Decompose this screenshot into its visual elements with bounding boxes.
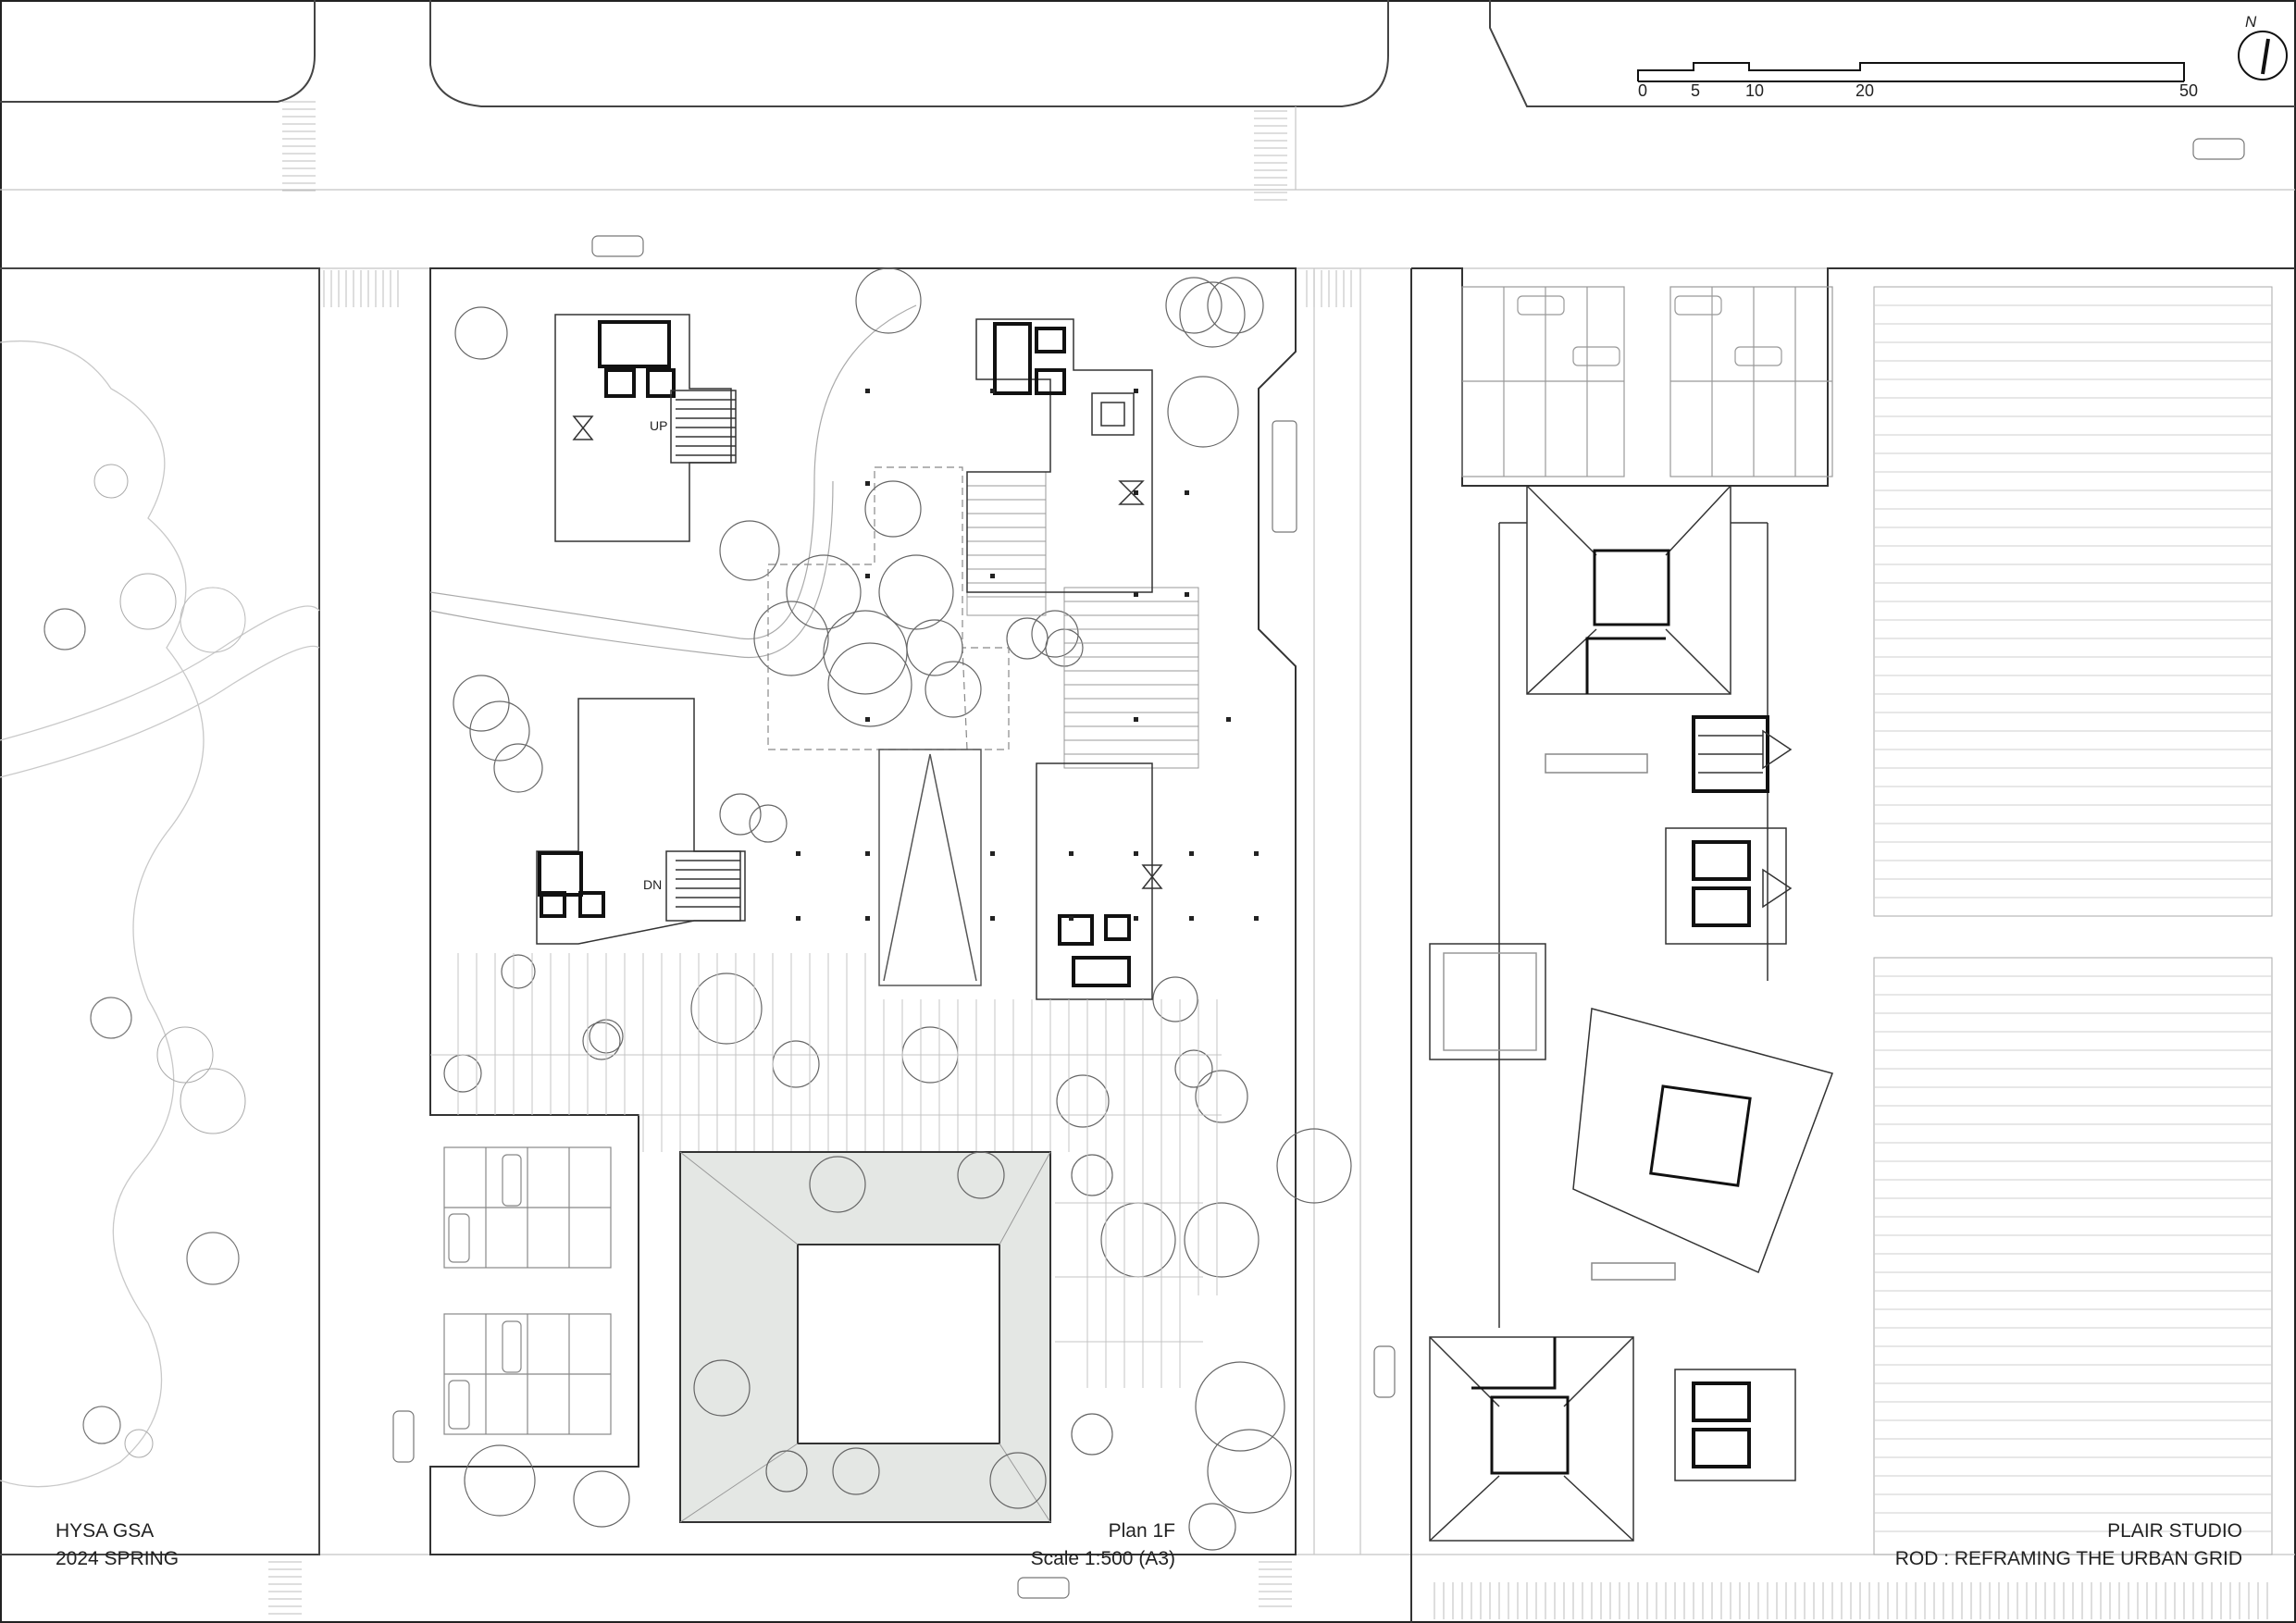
column-grid bbox=[796, 389, 1259, 921]
scale-bar bbox=[1637, 62, 2185, 82]
scale-tick-0: 0 bbox=[1638, 81, 1648, 100]
drawing-scale: Scale 1:500 (A3) bbox=[1030, 1548, 1175, 1569]
building-nw bbox=[554, 314, 737, 542]
garden-path bbox=[429, 304, 917, 640]
cars bbox=[392, 138, 2245, 1599]
scale-tick-20: 20 bbox=[1855, 81, 1875, 100]
credit-left-line1: HYSA GSA bbox=[56, 1520, 155, 1542]
east-stripe-field-bottom bbox=[1873, 957, 2273, 1555]
stair-down-label: DN bbox=[643, 877, 663, 892]
building-sw bbox=[536, 698, 746, 945]
east-stripe-field-top bbox=[1873, 286, 2273, 917]
crosswalks bbox=[268, 101, 2268, 1619]
wood-deck bbox=[966, 471, 1199, 769]
scale-tick-10: 10 bbox=[1745, 81, 1765, 100]
north-label: N bbox=[2245, 13, 2257, 31]
drawing-title: Plan 1F bbox=[1108, 1520, 1175, 1542]
credit-right-line1: PLAIR STUDIO bbox=[2107, 1520, 2242, 1542]
building-se bbox=[1036, 762, 1163, 1000]
scale-tick-5: 5 bbox=[1691, 81, 1701, 100]
parking-lot-east bbox=[1461, 286, 1833, 477]
courtyard-garden bbox=[679, 1151, 1113, 1523]
stair-up-label: UP bbox=[650, 418, 668, 433]
paving bbox=[430, 953, 1222, 1388]
credit-left-line2: 2024 SPRING bbox=[56, 1548, 180, 1569]
credit-right-line2: ROD : REFRAMING THE URBAN GRID bbox=[1894, 1548, 2242, 1569]
east-complex bbox=[1429, 485, 1833, 1542]
parking-lot-left bbox=[443, 1146, 612, 1435]
dashed-canopy bbox=[767, 466, 1010, 750]
central-pavilion bbox=[878, 749, 982, 986]
north-arrow-icon bbox=[2238, 31, 2288, 81]
large-trees bbox=[786, 277, 1264, 718]
building-ne bbox=[966, 318, 1153, 593]
street-blocks bbox=[0, 0, 2295, 107]
scale-tick-50: 50 bbox=[2179, 81, 2199, 100]
left-park bbox=[0, 267, 320, 1555]
